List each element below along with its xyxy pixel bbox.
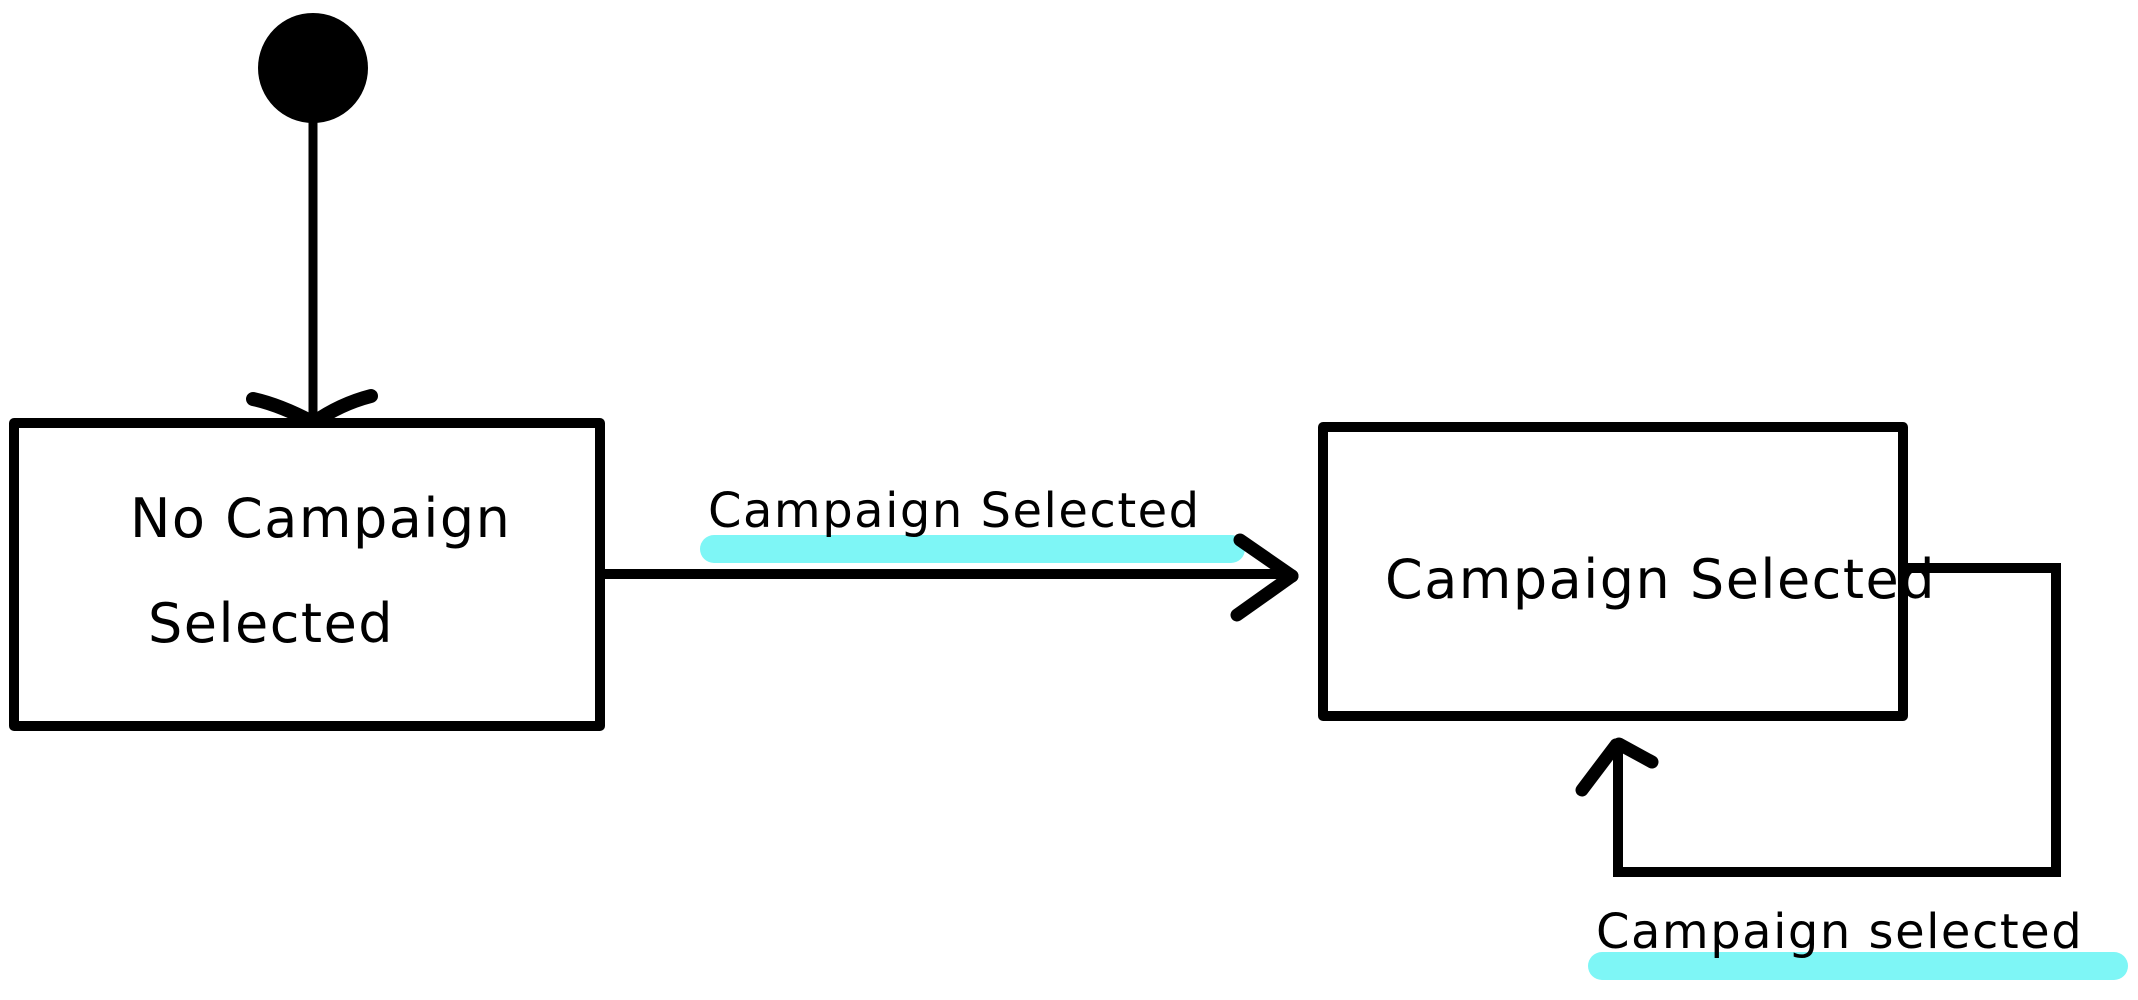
highlight-swipe-transition-2 <box>1588 952 2128 980</box>
self-loop-arrowhead-left-barb <box>1575 738 1623 797</box>
state-label-campaign-selected: Campaign Selected <box>1385 548 1936 611</box>
state-label-no-campaign-line2: Selected <box>148 592 394 655</box>
highlight-swipe-transition-1 <box>700 535 1245 563</box>
transition-arrowhead-lower-barb <box>1230 569 1299 622</box>
transition-arrowhead-upper-barb <box>1233 533 1299 583</box>
initial-state-circle-icon <box>258 13 368 123</box>
self-loop-arrowhead-right-barb <box>1612 737 1659 769</box>
state-label-no-campaign-line1: No Campaign <box>130 487 511 550</box>
state-box-campaign-selected[interactable] <box>1318 422 1908 721</box>
transition-label-campaign-selected: Campaign Selected <box>708 483 1201 539</box>
self-loop-path-campaign-selected <box>1613 563 2061 877</box>
state-box-no-campaign-selected[interactable] <box>9 418 605 731</box>
transition-label-self-loop-campaign-selected: Campaign selected <box>1596 904 2083 960</box>
